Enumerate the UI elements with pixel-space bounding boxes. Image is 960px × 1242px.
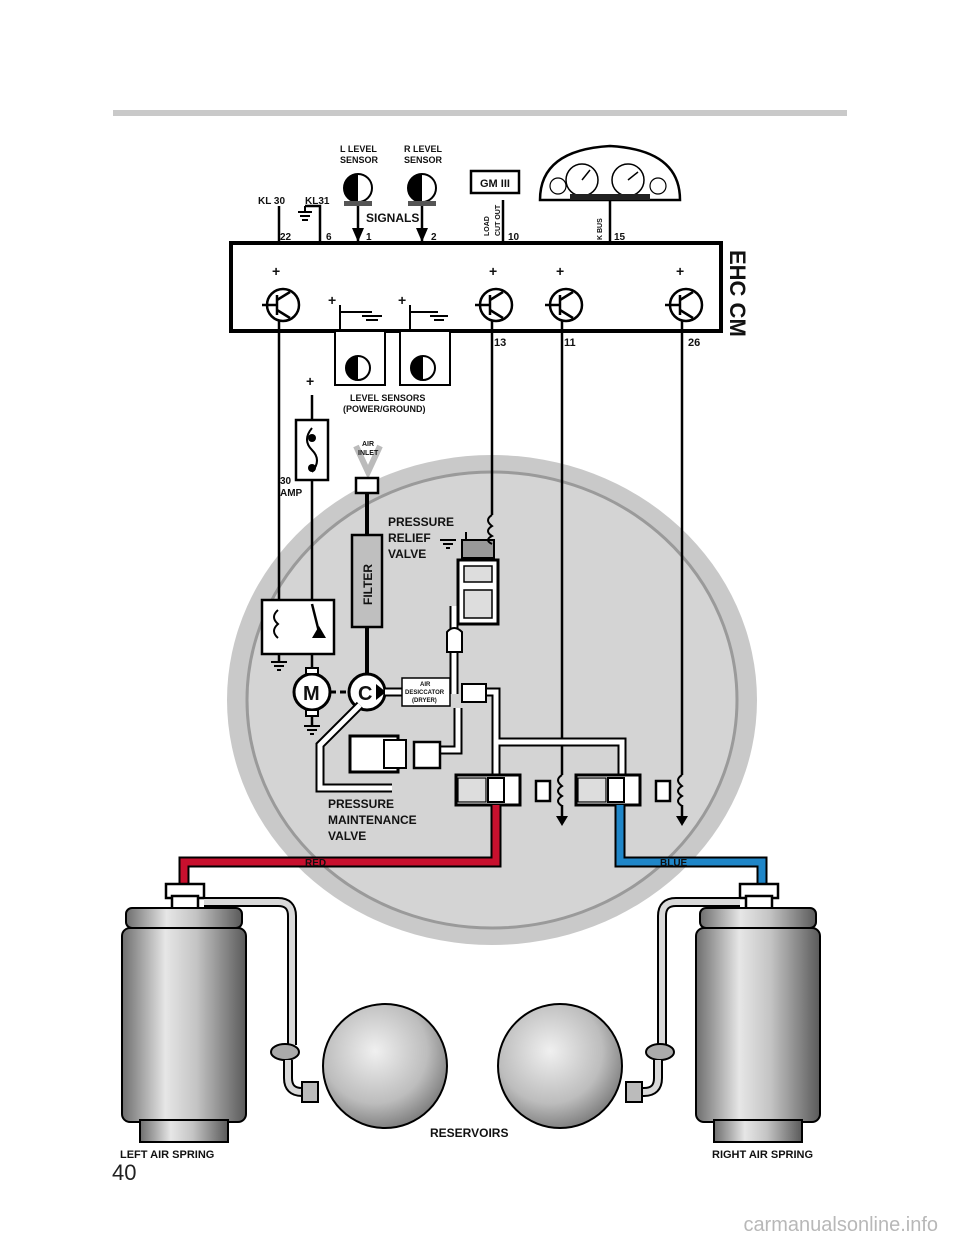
gm3-label: GM III: [480, 178, 510, 190]
top-rule: [113, 110, 847, 116]
pin-26-label: 26: [688, 337, 700, 349]
filter-box: [350, 533, 384, 629]
relay-box: [260, 598, 336, 656]
ehc-module-box: [229, 241, 723, 333]
svg-text:+: +: [328, 292, 336, 308]
cutout-label: CUT OUT: [495, 204, 502, 236]
watermark: carmanualsonline.info: [743, 1214, 938, 1236]
control-wires: [277, 320, 684, 775]
motor-ground-icon: [304, 725, 320, 735]
kl31-ground-icon: [298, 206, 312, 221]
pin-22-label: 22: [280, 232, 292, 243]
plus-signs: + + + + + + +: [272, 263, 684, 389]
filter-label: FILTER: [361, 564, 375, 605]
page-number: 40: [112, 1160, 137, 1185]
relief-spring-icon: [446, 627, 463, 653]
fuse-icon: [306, 427, 318, 473]
svg-text:+: +: [272, 263, 280, 279]
instrument-cluster-icon: [538, 144, 682, 202]
air-piping: [317, 606, 625, 791]
left-reservoir-icon: [322, 1003, 448, 1129]
pin-13-label: 13: [494, 337, 506, 349]
air-inlet-arrow-icon: [353, 444, 383, 480]
gm3-box: [469, 169, 521, 195]
level-sensors-label: LEVEL SENSORS(POWER/GROUND): [343, 393, 426, 414]
internal-grounds: [339, 305, 448, 331]
pin2-arrow-icon: [416, 228, 428, 242]
blue-line-label: BLUE: [660, 858, 688, 869]
relief-ground-icon: [440, 539, 456, 549]
red-line-label: RED: [305, 858, 326, 869]
pin1-arrow-icon: [352, 228, 364, 242]
right-level-sensor-icon: [407, 173, 437, 206]
level-sensor-lower-left-icon: [345, 355, 371, 381]
desiccator-box: [401, 677, 451, 707]
right-solenoid-coil-icon: [677, 774, 684, 807]
reservoirs-label: RESERVOIRS: [430, 1126, 508, 1140]
relay-coil-icon: [273, 609, 280, 639]
pin-15-label: 15: [614, 232, 626, 243]
load-label: LOAD: [484, 216, 491, 236]
inlet-port: [354, 476, 380, 495]
transistor-13-icon: [475, 287, 514, 323]
pin-2-label: 2: [431, 232, 437, 243]
pin-10-label: 10: [508, 232, 520, 243]
transistor-22-icon: [262, 287, 301, 323]
right-air-spring-icon: [625, 882, 821, 1143]
check-valve-icon: [461, 683, 487, 703]
motor-label: M: [303, 683, 320, 705]
svg-text:+: +: [489, 263, 497, 279]
level-sensor-lower-right-icon: [410, 355, 436, 381]
ehc-module-title: EHC CM: [725, 250, 750, 337]
pin-6-label: 6: [326, 232, 332, 243]
svg-text:+: +: [398, 292, 406, 308]
blue-air-line: [616, 805, 766, 886]
left-spring-label: LEFT AIR SPRING: [120, 1149, 214, 1161]
relief-valve-solenoid: [461, 539, 495, 559]
svg-text:+: +: [676, 263, 684, 279]
transistor-11-icon: [545, 287, 584, 323]
kl31-label: KL31: [305, 196, 330, 207]
svg-text:+: +: [306, 373, 314, 389]
svg-text:+: +: [556, 263, 564, 279]
compressor-label: C: [358, 683, 372, 705]
left-air-spring-icon: [121, 882, 319, 1143]
signals-label: SIGNALS: [366, 211, 419, 225]
transistor-26-icon: [665, 287, 704, 323]
right-spring-label: RIGHT AIR SPRING: [712, 1149, 813, 1161]
kl30-label: KL 30: [258, 196, 285, 207]
pin-11-label: 11: [564, 337, 576, 349]
pin-1-label: 1: [366, 232, 372, 243]
relay-ground-icon: [271, 661, 287, 671]
red-air-line: [180, 805, 500, 886]
left-level-sensor-icon: [343, 173, 373, 206]
kbus-label: K BUS: [597, 218, 604, 240]
left-solenoid-coil-icon: [557, 774, 564, 807]
relief-coil-icon: [487, 514, 495, 545]
right-reservoir-icon: [497, 1003, 623, 1129]
